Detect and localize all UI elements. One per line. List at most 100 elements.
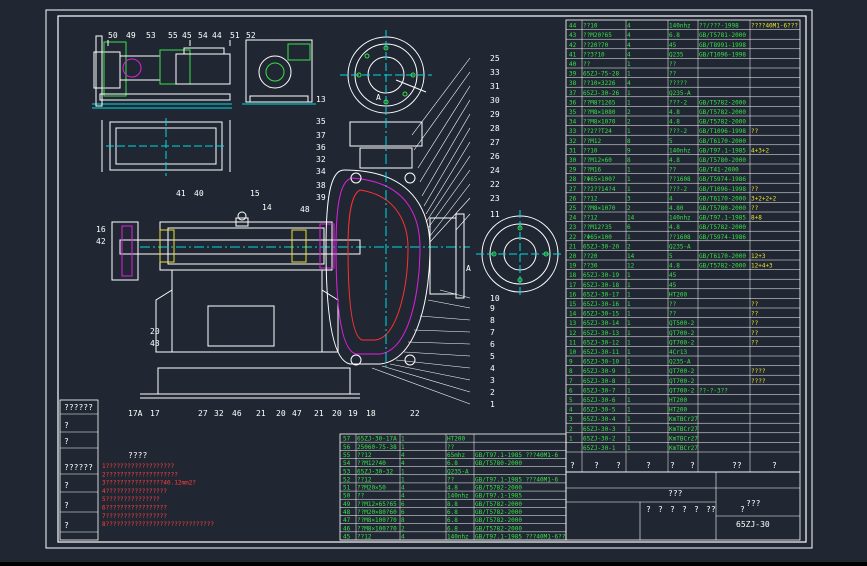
parts-cell: 36 bbox=[569, 99, 577, 106]
parts-cell: 2 bbox=[627, 109, 631, 116]
technical-notes: ???? 1???????????????????2??????????????… bbox=[102, 451, 214, 528]
parts-cell: ??20?70 bbox=[583, 42, 609, 49]
parts-cell: 44 bbox=[569, 23, 577, 30]
callout-left: 13 bbox=[316, 95, 326, 104]
parts-cell: 1 bbox=[627, 128, 631, 135]
parts-cell: GB/T5782-2000 bbox=[699, 99, 746, 106]
section-label-a-right: A bbox=[376, 93, 381, 102]
callout-side: 48 bbox=[300, 205, 310, 214]
parts-cell: 65ZJ-30-12 bbox=[583, 339, 620, 346]
top-view-callout: 53 bbox=[146, 31, 156, 40]
parts-lower-cell: GB/T5782-2000 bbox=[475, 485, 522, 492]
parts-lower-cell: GB/T97.1-1985 bbox=[475, 493, 522, 500]
callout-left: 32 bbox=[316, 155, 326, 164]
parts-cell: Q235 bbox=[669, 51, 684, 58]
leader-lines bbox=[371, 57, 471, 405]
parts-cell: 2 bbox=[627, 243, 631, 250]
parts-cell: ??M12×60 bbox=[583, 157, 612, 164]
parts-cell: 1 bbox=[627, 426, 631, 433]
parts-cell: ???? bbox=[751, 378, 766, 385]
title-label-b: ??? bbox=[746, 499, 761, 508]
parts-cell: GB/T6170-2000 bbox=[699, 138, 746, 145]
note-line: 5??????????????? bbox=[102, 496, 160, 503]
parts-lower-cell: GB/T5782-2000 bbox=[475, 525, 522, 532]
callout-right: 29 bbox=[490, 110, 500, 119]
parts-cell: Q235-A bbox=[669, 243, 691, 250]
parts-lower-cell: 45 bbox=[343, 534, 351, 541]
note-line: 2???????????????????? bbox=[102, 471, 178, 478]
parts-cell: 5 bbox=[669, 253, 673, 260]
parts-cell: 1 bbox=[627, 71, 631, 78]
parts-cell: GB/T5781-2000 bbox=[699, 32, 746, 39]
parts-lower-cell: 65ZJ-30-17A bbox=[357, 436, 397, 443]
parts-cell: 14 bbox=[627, 253, 635, 260]
parts-cell: QT700-2 bbox=[669, 378, 695, 385]
parts-cell: QT700-2 bbox=[669, 330, 695, 337]
parts-cell: 4.8 bbox=[669, 263, 680, 270]
callout-bottom: 19 bbox=[348, 409, 358, 418]
parts-cell: KmTBCr27 bbox=[669, 445, 698, 452]
parts-lower-cell: 4 bbox=[401, 485, 405, 492]
parts-cell: ??2??14?4 bbox=[583, 186, 616, 193]
parts-cell: 19 bbox=[569, 263, 577, 270]
title-header-cell: ? bbox=[740, 505, 745, 514]
parts-cell: 1 bbox=[627, 416, 631, 423]
parts-cell: 65ZJ-30-11 bbox=[583, 349, 620, 356]
parts-cell: 1 bbox=[627, 186, 631, 193]
parts-cell: 45 bbox=[669, 272, 677, 279]
parts-cell: GB/T5780-2000 bbox=[699, 205, 746, 212]
parts-cell: 65ZJ-30-16 bbox=[583, 301, 620, 308]
callout-side: 41 bbox=[176, 189, 186, 198]
callout-right: 23 bbox=[490, 194, 500, 203]
parts-cell: 1 bbox=[627, 378, 631, 385]
parts-cell: 65ZJ-30-26 bbox=[583, 90, 620, 97]
parts-cell: 12+3 bbox=[751, 253, 766, 260]
parts-cell: 65ZJ-30-10 bbox=[583, 359, 620, 366]
parts-cell: 1 bbox=[627, 99, 631, 106]
parts-cell: 14 bbox=[569, 311, 577, 318]
parts-cell: ??10×3226 bbox=[583, 80, 616, 87]
top-view-callout: 51 bbox=[230, 31, 240, 40]
parts-cell: 65ZJ-30-2 bbox=[583, 435, 616, 442]
parts-lower-cell: ??12 bbox=[357, 452, 372, 459]
parts-cell: KmTBCr27 bbox=[669, 435, 698, 442]
parts-cell: 27 bbox=[569, 186, 577, 193]
callout-right: 25 bbox=[490, 54, 500, 63]
parts-cell: 1 bbox=[627, 282, 631, 289]
parts-cell: 8 bbox=[569, 368, 573, 375]
notes-heading: ???? bbox=[128, 451, 147, 460]
parts-cell: 1 bbox=[627, 339, 631, 346]
title-block: ??? ??? 65ZJ-30 ???????? bbox=[565, 471, 801, 541]
parts-cell: 1 bbox=[627, 387, 631, 394]
parts-cell: 12 bbox=[569, 330, 577, 337]
parts-cell: ???-2 bbox=[669, 99, 687, 106]
callout-bottom: 27 bbox=[198, 409, 208, 418]
title-label-a: ??? bbox=[668, 489, 683, 498]
parts-cell: GB/T41-2000 bbox=[699, 167, 739, 174]
parts-cell: 65ZJ-30-18 bbox=[583, 282, 620, 289]
title-header-cell: ? bbox=[694, 505, 699, 514]
top-view-callout: 44 bbox=[212, 31, 222, 40]
parts-lower-cell: ??12 bbox=[357, 534, 372, 541]
note-line: 4????????????????? bbox=[102, 488, 167, 495]
parts-cell: 37 bbox=[569, 90, 577, 97]
parts-cell: 42 bbox=[569, 42, 577, 49]
parts-cell: 1 bbox=[627, 320, 631, 327]
section-label-a-left: A bbox=[466, 264, 471, 273]
parts-cell: 1 bbox=[627, 90, 631, 97]
parts-cell: 2 bbox=[569, 426, 573, 433]
parts-cell: 40 bbox=[569, 61, 577, 68]
parts-cell: QT700-2 bbox=[669, 387, 695, 394]
parts-lower-cell: ??M12?40 bbox=[357, 460, 386, 467]
note-line: 7????????????????? bbox=[102, 513, 167, 520]
parts-lower-cell: 50 bbox=[343, 493, 351, 500]
parts-cell: 4 bbox=[627, 32, 631, 39]
parts-cell: 1 bbox=[627, 368, 631, 375]
parts-cell: ??1608 bbox=[669, 234, 691, 241]
parts-cell: GB/T5782-2000 bbox=[699, 224, 746, 231]
parts-cell: 65ZJ-30-5 bbox=[583, 407, 616, 414]
parts-cell: Q235-A bbox=[669, 359, 691, 366]
